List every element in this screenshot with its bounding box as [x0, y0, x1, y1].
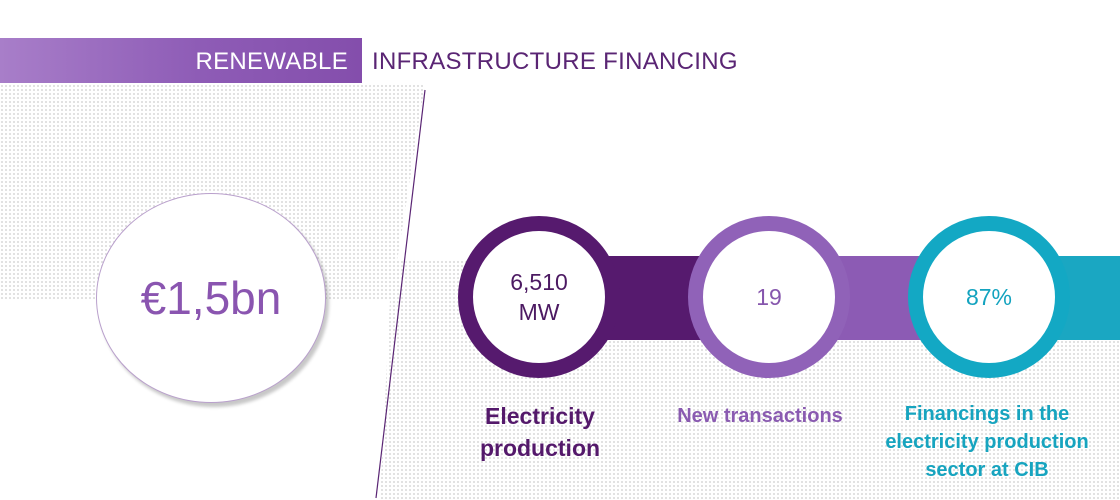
header-title: INFRASTRUCTURE FINANCING: [372, 48, 738, 75]
stat-value: 87%: [965, 284, 1013, 310]
stat-value: 6,510 MW: [510, 267, 568, 327]
stat-circle-transactions: 19: [688, 216, 850, 378]
stat-label-electricity: Electricity production: [479, 403, 601, 461]
stat-label-transactions: New transactions: [677, 405, 843, 427]
stat-circle-financings: 87%: [908, 216, 1070, 378]
headline-circle: €1,5bn: [96, 193, 326, 403]
stat-label-financings: Financings in the electricity production…: [885, 403, 1089, 481]
stat-value-number: 6,510: [510, 269, 568, 295]
stat-circle-electricity: 6,510 MW: [458, 216, 620, 378]
headline-value: €1,5bn: [140, 272, 282, 324]
header-band: RENEWABLE: [0, 38, 362, 83]
stat-value: 19: [756, 284, 782, 310]
header-highlight: RENEWABLE: [195, 48, 348, 75]
stat-value-unit: MW: [518, 299, 560, 325]
